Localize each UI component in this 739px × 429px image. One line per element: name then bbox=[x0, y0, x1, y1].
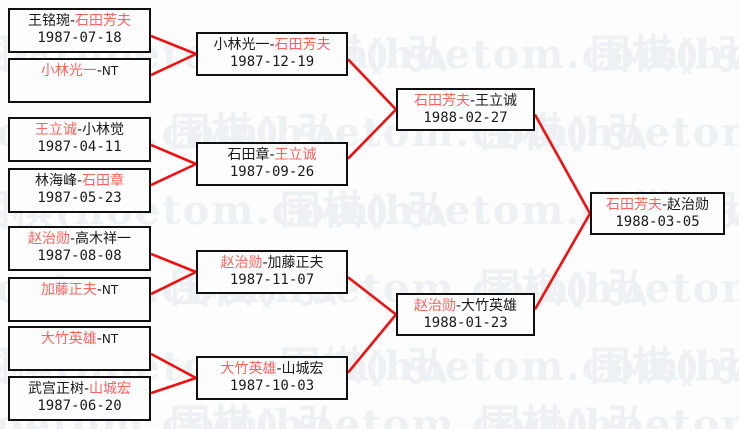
match-date: 1987-12-19 bbox=[229, 54, 315, 70]
player-winner: 石田芳夫 bbox=[605, 197, 662, 213]
player-separator: - bbox=[661, 197, 668, 213]
player-separator: - bbox=[76, 173, 83, 189]
player-loser: NT bbox=[101, 332, 119, 346]
player-loser: 石田章 bbox=[227, 147, 270, 163]
match-box[interactable]: 大竹英雄-NT bbox=[8, 326, 151, 371]
match-players: 赵治勋-大竹英雄 bbox=[398, 295, 533, 315]
match-players: 石田芳夫-赵治勋 bbox=[592, 194, 723, 214]
player-separator: - bbox=[83, 381, 90, 397]
player-separator: - bbox=[96, 282, 102, 298]
player-loser: 武宫正树 bbox=[27, 381, 84, 397]
player-winner: 石田芳夫 bbox=[75, 13, 132, 29]
player-winner: 石田章 bbox=[82, 173, 125, 189]
player-loser: 赵治勋 bbox=[667, 197, 710, 213]
match-date: 1987-11-07 bbox=[229, 272, 315, 288]
player-loser: 林海峰 bbox=[34, 173, 77, 189]
player-winner: 赵治勋 bbox=[220, 255, 263, 271]
match-players: 小林光一-石田芳夫 bbox=[198, 34, 346, 54]
match-players: 赵治勋-高木祥一 bbox=[10, 228, 149, 248]
player-separator: - bbox=[276, 361, 282, 377]
player-winner: 石田芳夫 bbox=[413, 93, 470, 109]
player-separator: - bbox=[96, 63, 102, 79]
match-players: 武宫正树-山城宏 bbox=[10, 378, 149, 398]
player-loser: 小林光一 bbox=[213, 37, 270, 53]
player-loser: 王立诚 bbox=[475, 93, 518, 109]
player-winner: 小林光一 bbox=[40, 63, 97, 79]
player-winner: 赵治勋 bbox=[413, 298, 456, 314]
player-separator: - bbox=[269, 147, 275, 163]
player-winner: 赵治勋 bbox=[27, 231, 70, 247]
match-date: 1987-08-08 bbox=[37, 248, 122, 264]
match-box[interactable]: 加藤正夫-NT bbox=[8, 277, 151, 322]
player-winner: 石田芳夫 bbox=[274, 37, 331, 53]
player-loser: NT bbox=[101, 283, 119, 297]
player-loser: 山城宏 bbox=[281, 361, 324, 377]
match-players: 加藤正夫-NT bbox=[10, 279, 149, 299]
player-loser: 小林觉 bbox=[82, 122, 125, 138]
player-winner: 王立诚 bbox=[274, 147, 317, 163]
player-loser: 加藤正夫 bbox=[267, 255, 324, 271]
player-separator: - bbox=[69, 231, 76, 247]
player-separator: - bbox=[76, 122, 83, 138]
player-winner: 大竹英雄 bbox=[40, 331, 97, 347]
match-date: 1987-10-03 bbox=[229, 378, 315, 394]
player-winner: 大竹英雄 bbox=[220, 361, 277, 377]
match-date: 1987-05-23 bbox=[37, 190, 122, 206]
player-winner: 山城宏 bbox=[89, 381, 132, 397]
match-players: 大竹英雄-山城宏 bbox=[198, 358, 346, 378]
match-players: 赵治勋-加藤正夫 bbox=[198, 252, 346, 272]
player-loser: 王铭琬 bbox=[27, 13, 70, 29]
player-winner: 王立诚 bbox=[34, 122, 77, 138]
player-winner: 加藤正夫 bbox=[40, 282, 97, 298]
match-players: 王铭琬-石田芳夫 bbox=[10, 10, 149, 30]
match-players: 林海峰-石田章 bbox=[10, 170, 149, 190]
player-separator: - bbox=[269, 37, 275, 53]
match-box[interactable]: 小林光一-NT bbox=[8, 58, 151, 103]
player-loser: NT bbox=[101, 64, 119, 78]
player-separator: - bbox=[69, 13, 76, 29]
player-separator: - bbox=[96, 331, 102, 347]
match-date: 1988-02-27 bbox=[423, 110, 508, 126]
match-date: 1987-06-20 bbox=[37, 398, 122, 414]
player-loser: 高木祥一 bbox=[75, 231, 132, 247]
match-players: 大竹英雄-NT bbox=[10, 328, 149, 348]
match-players: 王立诚-小林觉 bbox=[10, 119, 149, 139]
match-date: 1987-04-11 bbox=[37, 139, 122, 155]
match-date: 1987-07-18 bbox=[37, 30, 122, 46]
match-date: 1988-01-23 bbox=[423, 315, 508, 331]
match-date: 1988-03-05 bbox=[615, 214, 700, 230]
player-separator: - bbox=[469, 93, 476, 109]
match-players: 石田章-王立诚 bbox=[198, 144, 346, 164]
player-separator: - bbox=[262, 255, 268, 271]
match-players: 小林光一-NT bbox=[10, 60, 149, 80]
player-separator: - bbox=[455, 298, 462, 314]
match-players: 石田芳夫-王立诚 bbox=[398, 90, 533, 110]
match-date: 1987-09-26 bbox=[229, 164, 315, 180]
player-loser: 大竹英雄 bbox=[461, 298, 518, 314]
